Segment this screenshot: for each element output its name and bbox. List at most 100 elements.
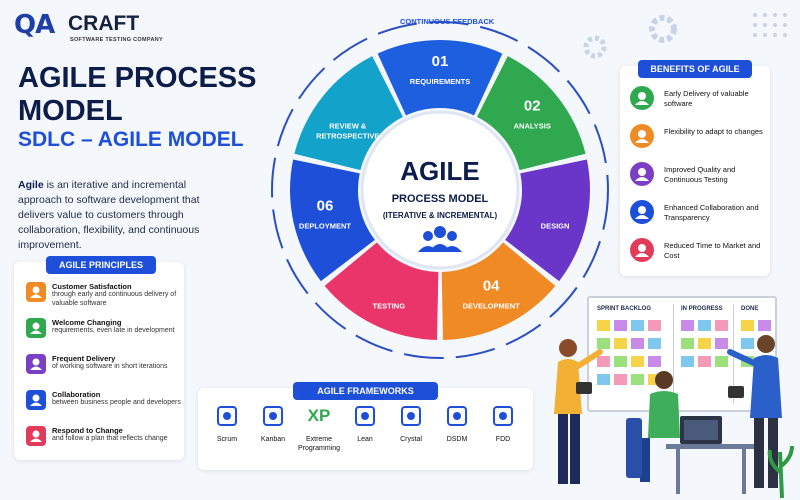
users-icon [630, 86, 654, 110]
framework-label: Crystal [400, 436, 422, 443]
benefit-text: Early Delivery of valuable software [664, 89, 749, 108]
framework-item: XP Extreme Programming [298, 402, 340, 453]
sticky-note [631, 338, 644, 349]
sticky-note [741, 338, 754, 349]
phase-segment [324, 242, 439, 340]
gear-icon [649, 15, 677, 43]
phase-label: ANALYSIS [514, 121, 551, 130]
principle-desc: and follow a plan that reflects change [52, 435, 168, 442]
sticky-note [614, 320, 627, 331]
team-icon [26, 354, 46, 374]
refresh-icon [26, 426, 46, 446]
framework-label: DSDM [446, 436, 468, 443]
title-line1: AGILE PROCESS [18, 62, 257, 94]
benefit-item: Early Delivery of valuable software [630, 86, 765, 116]
page-title: AGILE PROCESS MODEL [18, 62, 268, 128]
team-icon [630, 200, 654, 224]
refresh-icon [630, 124, 654, 148]
sticky-note [631, 320, 644, 331]
phase-segment [377, 40, 503, 116]
frameworks-heading: AGILE FRAMEWORKS [293, 382, 438, 400]
gear-icon [583, 35, 607, 59]
center-line2: PROCESS MODEL [392, 193, 489, 205]
framework-label: Scrum [216, 436, 238, 443]
sticky-note [681, 356, 694, 367]
phase-label: DEPLOYMENT [299, 221, 352, 230]
benefit-text: Flexibility to adapt to changes [664, 127, 763, 136]
phase-segment [505, 159, 590, 282]
feedback-ring [271, 21, 609, 359]
sticky-note [758, 320, 771, 331]
framework-item: Kanban [252, 402, 294, 445]
team-icon [418, 226, 462, 252]
sticky-note [715, 338, 728, 349]
principle-desc: through early and continuous delivery of… [52, 291, 177, 307]
xp-text: XP [307, 406, 331, 425]
phase-number: 06 [317, 197, 334, 214]
sticky-note [597, 356, 610, 367]
sticky-note [631, 356, 644, 367]
principle-desc: of working software in short iterations [52, 363, 168, 370]
principle-desc: requirements, even late in development [52, 327, 175, 334]
framework-item: DSDM [436, 402, 478, 445]
benefit-item: Improved Quality and Continuous Testing [630, 162, 765, 192]
center-title: AGILE [400, 156, 479, 186]
phase-label: DESIGN [541, 221, 570, 230]
sticky-note [698, 338, 711, 349]
sticky-note [698, 356, 711, 367]
logo: QA CRAFT SOFTWARE TESTING COMPANY [14, 10, 174, 50]
page-subtitle: SDLC – AGILE MODEL [18, 128, 244, 151]
phase-segment [294, 56, 403, 171]
principle-item: Customer Satisfaction through early and … [26, 282, 181, 318]
sticky-note [614, 338, 627, 349]
phase-number: 01 [432, 53, 449, 70]
board-col-backlog: SPRINT BACKLOG [597, 306, 651, 312]
sticky-note [648, 356, 661, 367]
sticky-note [597, 338, 610, 349]
intro-text: Agile is an iterative and incremental ap… [18, 178, 218, 253]
logo-subtitle: SOFTWARE TESTING COMPANY [70, 37, 163, 43]
sticky-note [715, 356, 728, 367]
principles-heading: AGILE PRINCIPLES [46, 256, 156, 274]
phase-number: 02 [524, 97, 541, 114]
funnel-icon [351, 402, 379, 430]
board-col-in-progress: IN PROGRESS [681, 306, 723, 312]
sticky-note [715, 320, 728, 331]
sticky-note [648, 320, 661, 331]
sticky-note [614, 356, 627, 367]
sticky-note [741, 320, 754, 331]
xp-icon: XP [305, 402, 333, 430]
principle-item: Respond to Change and follow a plan that… [26, 426, 181, 462]
principle-item: Collaboration between business people an… [26, 390, 181, 426]
chat-icon [26, 318, 46, 338]
sticky-note [698, 320, 711, 331]
principle-item: Welcome Changing requirements, even late… [26, 318, 181, 354]
logo-qa: QA [14, 10, 55, 40]
benefit-item: Enhanced Collaboration and Transparency [630, 200, 765, 230]
phase-segment [477, 56, 586, 171]
title-line2: MODEL [18, 95, 123, 127]
sticky-note [614, 374, 627, 385]
principle-title: Respond to Change [52, 426, 123, 435]
board-col-done: DONE [741, 306, 759, 312]
gear-icon [443, 402, 471, 430]
bar-chart-icon [26, 390, 46, 410]
benefit-item: Flexibility to adapt to changes [630, 124, 765, 154]
benefit-text: Reduced Time to Market and Cost [664, 241, 761, 260]
center-line3: (ITERATIVE & INCREMENTAL) [383, 211, 498, 220]
benefit-item: Reduced Time to Market and Cost [630, 238, 765, 268]
phase-label: DEVELOPMENT [463, 301, 521, 310]
benefits-heading: BENEFITS OF AGILE [638, 60, 752, 78]
principles-panel: AGILE PRINCIPLES Customer Satisfaction t… [14, 256, 184, 462]
sticky-note [631, 374, 644, 385]
sticky-note [597, 320, 610, 331]
phase-segment [441, 242, 556, 340]
framework-item: Lean [344, 402, 386, 445]
kanban-icon [259, 402, 287, 430]
logo-craft: CRAFT [68, 12, 140, 35]
center-circle [360, 110, 520, 270]
phase-label: REVIEW & [329, 121, 367, 130]
dollar-icon [630, 238, 654, 262]
framework-label: Kanban [260, 436, 286, 443]
phase-label: REQUIREMENTS [410, 77, 470, 86]
